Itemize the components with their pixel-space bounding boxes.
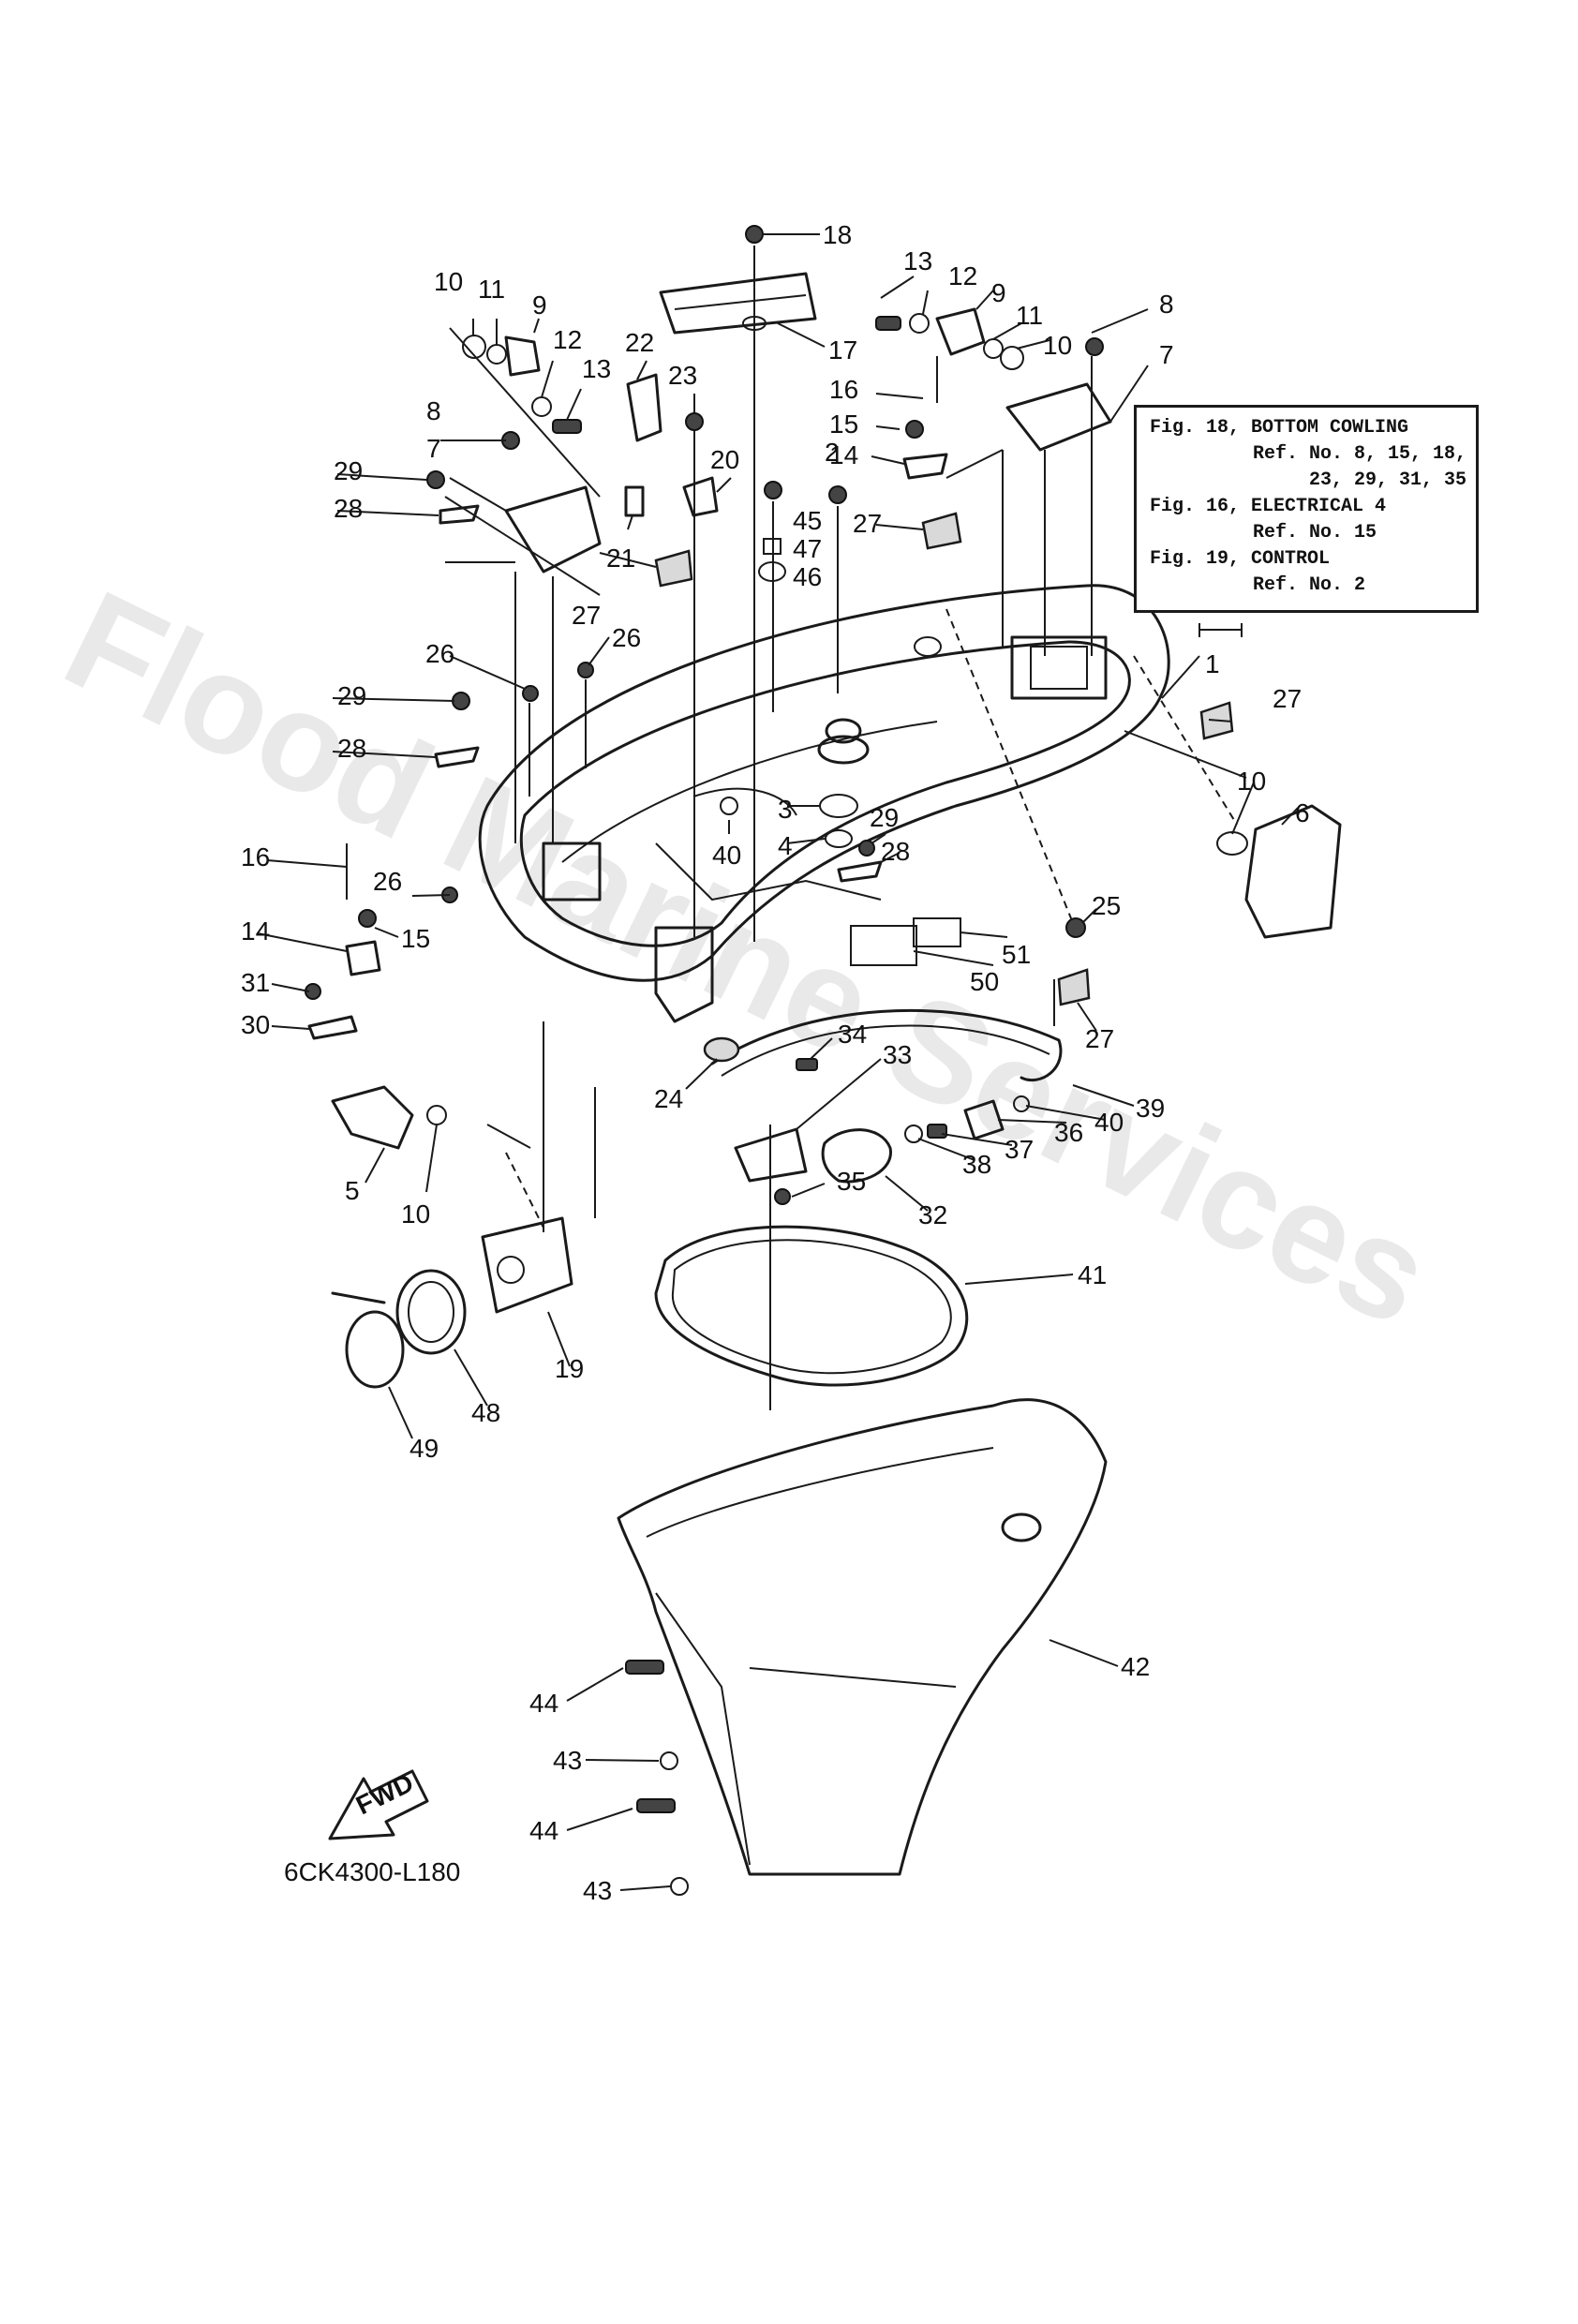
callout-20: 20 — [710, 445, 739, 474]
callout-22: 22 — [625, 328, 654, 357]
callout-16-right: 16 — [829, 375, 858, 404]
callout-24: 24 — [654, 1084, 683, 1113]
callout-10-right: 10 — [1237, 767, 1266, 796]
callout-16-left: 16 — [241, 842, 270, 872]
callout-43-a: 43 — [553, 1746, 582, 1775]
callout-26-b: 26 — [612, 623, 641, 652]
callout-3: 3 — [778, 795, 793, 824]
callout-46: 46 — [793, 562, 822, 591]
callout-48: 48 — [471, 1398, 500, 1427]
ref-title: Fig. 19, CONTROL — [1150, 548, 1331, 570]
callout-13-left: 13 — [582, 354, 611, 383]
callout-27-d: 27 — [1085, 1024, 1114, 1053]
callout-31: 31 — [241, 968, 270, 997]
part-17-bracket — [659, 272, 817, 335]
callout-15-right: 15 — [829, 410, 858, 439]
callout-27-b: 27 — [572, 601, 601, 630]
callout-41: 41 — [1078, 1260, 1107, 1289]
reference-box: Fig. 18, BOTTOM COWLING Ref. No. 8, 15, … — [1134, 405, 1479, 613]
callout-43-b: 43 — [583, 1876, 612, 1905]
callout-5: 5 — [345, 1176, 360, 1205]
callout-36: 36 — [1054, 1118, 1083, 1147]
callout-25: 25 — [1092, 891, 1121, 920]
callout-9-left: 9 — [532, 290, 547, 320]
callout-11-left: 11 — [478, 275, 505, 304]
callout-29-b: 29 — [337, 681, 366, 710]
callout-49: 49 — [409, 1434, 439, 1463]
ref-title: Fig. 18, BOTTOM COWLING — [1150, 417, 1409, 439]
callout-11: 11 — [1016, 301, 1043, 330]
callout-28-b: 28 — [337, 734, 366, 763]
callout-18: 18 — [823, 220, 852, 249]
callout-42: 42 — [1121, 1652, 1150, 1681]
callout-32: 32 — [918, 1200, 947, 1229]
callout-26-a: 26 — [425, 639, 454, 668]
watermark-text: Flood Marine Services — [43, 560, 1453, 1356]
ref-line: Ref. No. 8, 15, 18, — [1253, 443, 1467, 465]
callout-29-a: 29 — [334, 456, 363, 485]
callout-6: 6 — [1295, 798, 1310, 827]
callout-labels: 18 17 13 12 9 11 10 8 7 10 11 9 12 13 22… — [241, 220, 1310, 1905]
callout-44-a: 44 — [529, 1689, 558, 1718]
callout-7: 7 — [1159, 340, 1174, 369]
callout-37: 37 — [1005, 1135, 1034, 1164]
callout-7-left: 7 — [426, 434, 441, 463]
callout-9: 9 — [991, 278, 1006, 307]
callout-45: 45 — [793, 506, 822, 535]
ref-line: Ref. No. 2 — [1253, 574, 1366, 596]
callout-8-left: 8 — [426, 396, 441, 425]
callout-26-c: 26 — [373, 867, 402, 896]
callout-30: 30 — [241, 1010, 270, 1039]
callout-17: 17 — [828, 335, 857, 365]
callout-35: 35 — [837, 1167, 866, 1196]
callout-27-c: 27 — [1273, 684, 1302, 713]
callout-4: 4 — [778, 831, 793, 860]
callout-34: 34 — [838, 1020, 867, 1049]
callout-33: 33 — [883, 1040, 912, 1069]
callout-14-right: 14 — [829, 440, 858, 469]
callout-40-a: 40 — [712, 841, 741, 870]
callout-28-c: 28 — [881, 837, 910, 866]
callout-10-left: 10 — [434, 267, 463, 296]
ref-line: 23, 29, 31, 35 — [1309, 469, 1467, 491]
part-42-lower-pan — [617, 1398, 1108, 1876]
callout-8: 8 — [1159, 290, 1174, 319]
callout-44-b: 44 — [529, 1816, 558, 1845]
callout-51: 51 — [1002, 940, 1031, 969]
callout-47: 47 — [793, 534, 822, 563]
callout-27-a: 27 — [853, 509, 882, 538]
callout-40-b: 40 — [1094, 1108, 1124, 1137]
fwd-arrow-icon: FWD — [328, 1768, 429, 1840]
callout-39: 39 — [1136, 1094, 1165, 1123]
part-41-seal — [654, 1225, 969, 1387]
callout-29-c: 29 — [870, 803, 899, 832]
callout-10-lever: 10 — [401, 1199, 430, 1229]
callout-1: 1 — [1205, 649, 1220, 678]
callout-15-left: 15 — [401, 924, 430, 953]
callout-2: 2 — [825, 438, 840, 467]
figure-code: 6CK4300-L180 — [284, 1857, 461, 1886]
bottom-cowling — [478, 584, 1170, 1023]
hardware-parts — [305, 225, 1342, 1896]
callout-21: 21 — [606, 544, 635, 573]
callout-28-a: 28 — [334, 494, 363, 523]
ref-title: Fig. 16, ELECTRICAL 4 — [1150, 496, 1387, 517]
callout-10: 10 — [1043, 331, 1072, 360]
callout-14-left: 14 — [241, 916, 270, 946]
callout-38: 38 — [962, 1150, 991, 1179]
callout-12: 12 — [948, 261, 977, 290]
ref-line: Ref. No. 15 — [1253, 522, 1377, 544]
callout-23: 23 — [668, 361, 697, 390]
callout-19: 19 — [555, 1354, 584, 1383]
callout-13: 13 — [903, 246, 932, 276]
part-39-hose — [710, 1008, 1063, 1082]
callout-12-left: 12 — [553, 325, 582, 354]
leader-lines — [257, 233, 1299, 1891]
callout-50: 50 — [970, 967, 999, 996]
